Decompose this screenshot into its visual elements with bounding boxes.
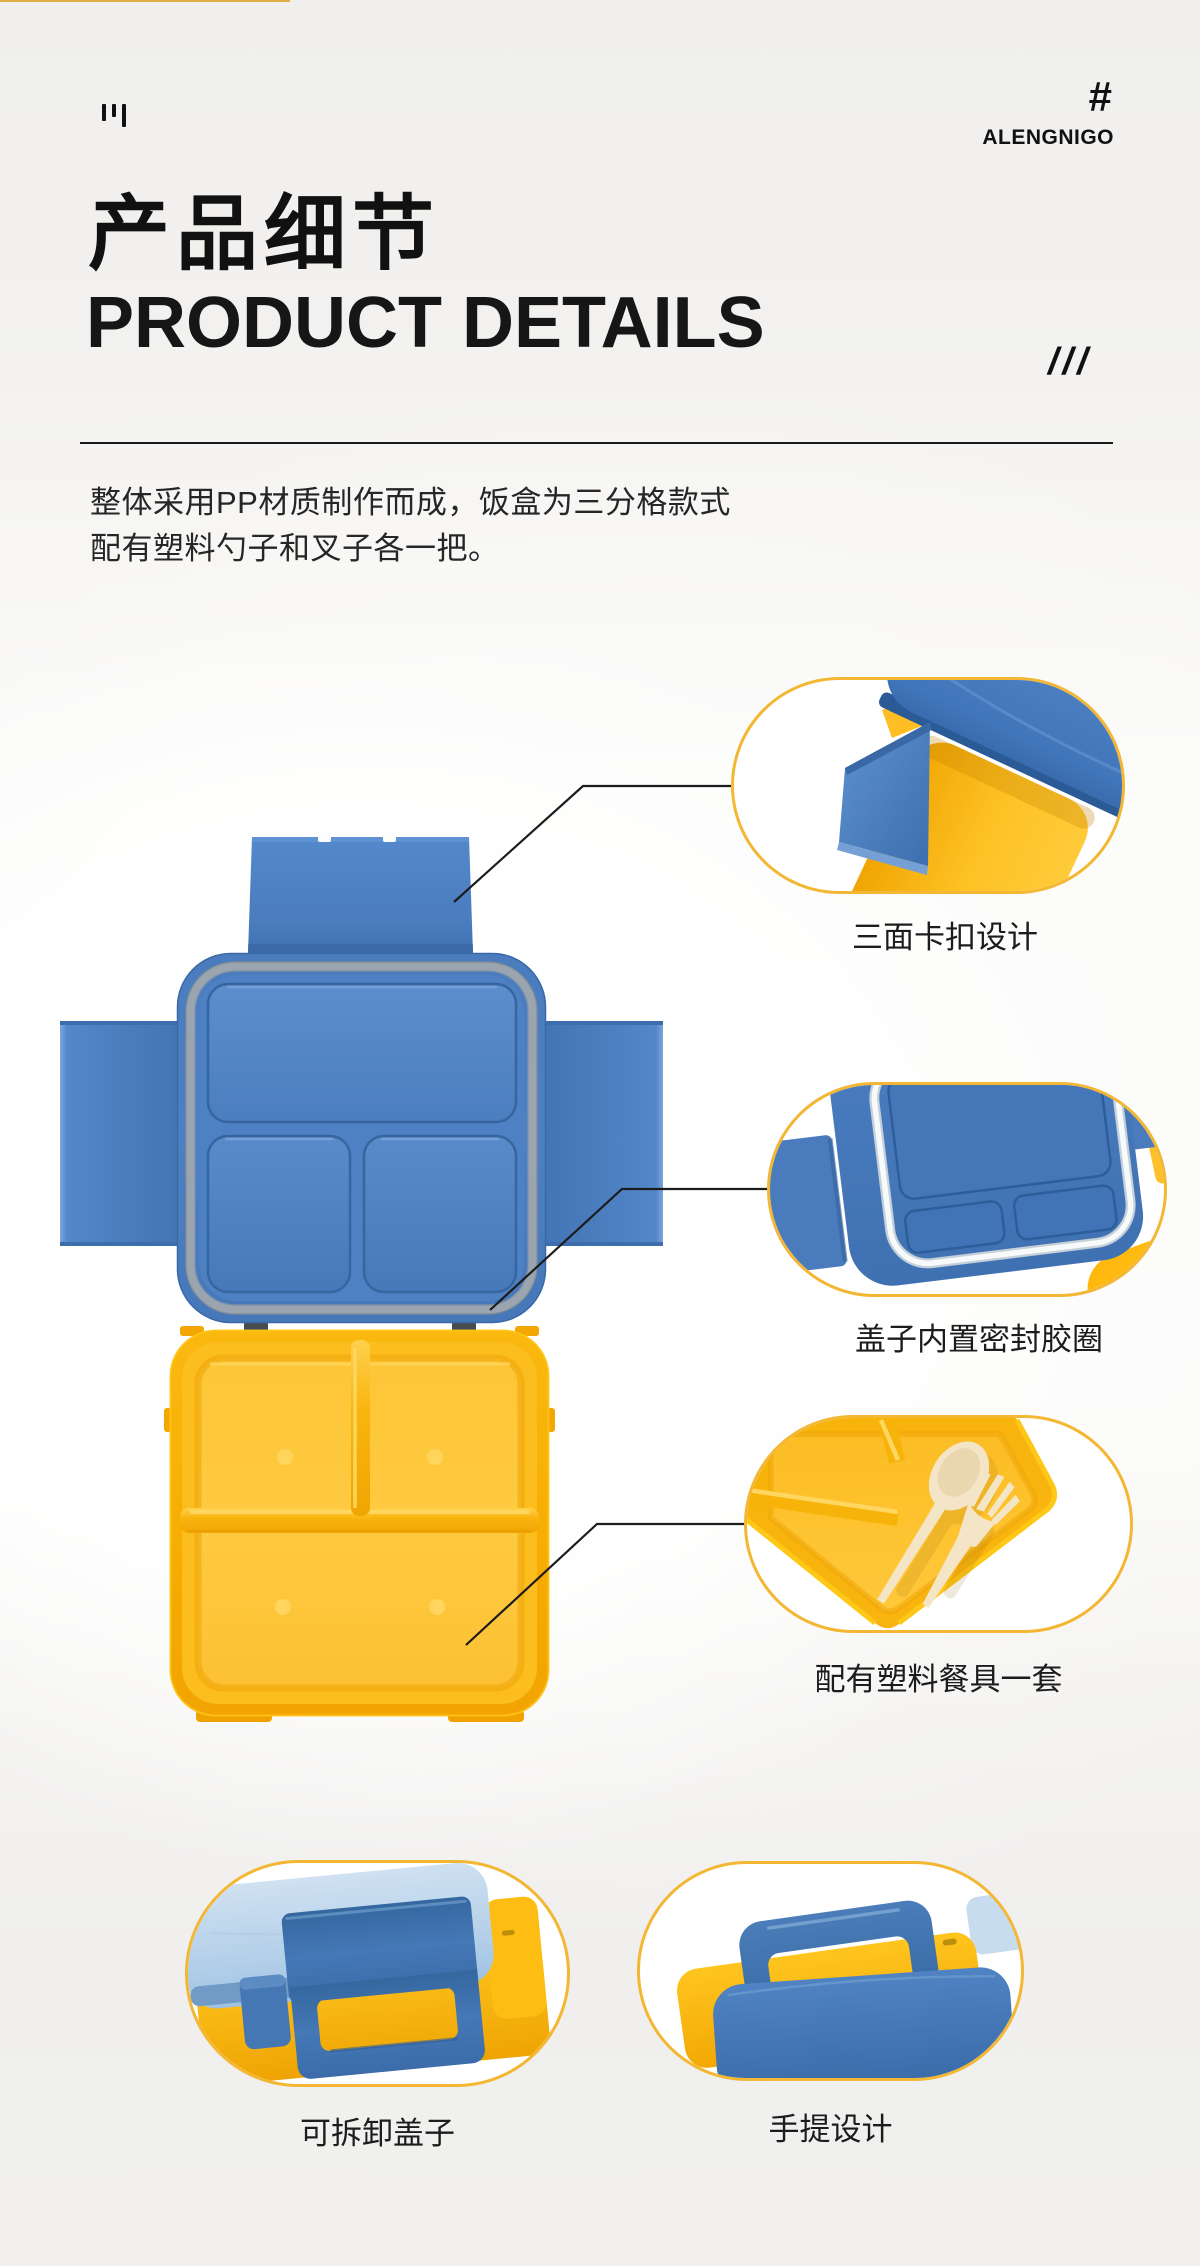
intro-line-1: 整体采用PP材质制作而成，饭盒为三分格款式	[90, 485, 731, 520]
deco-strokes-icon	[102, 104, 128, 128]
callout-label-handle: 手提设计	[768, 2112, 893, 2147]
brand-block: # ALENGNIGO	[982, 76, 1114, 150]
callout-label-cutlery: 配有塑料餐具一套	[814, 1662, 1063, 1697]
brand-name: ALENGNIGO	[982, 126, 1114, 149]
callout-photo-removable-lid	[185, 1860, 570, 2087]
callout-label-latch: 三面卡扣设计	[852, 920, 1038, 955]
intro-line-2: 配有塑料勺子和叉子各一把。	[90, 531, 500, 566]
slashes-icon: ///	[1048, 341, 1092, 383]
intro-text: 整体采用PP材质制作而成，饭盒为三分格款式 配有塑料勺子和叉子各一把。	[90, 480, 731, 572]
callout-photo-gasket	[767, 1082, 1167, 1297]
page-title-chinese: 产品细节	[88, 189, 441, 280]
divider-line	[80, 442, 1113, 444]
callout-photo-handle	[637, 1861, 1024, 2081]
callout-photo-latch	[731, 677, 1125, 894]
callout-label-gasket: 盖子内置密封胶圈	[855, 1322, 1103, 1357]
callout-photo-cutlery	[744, 1415, 1133, 1633]
hash-icon: #	[1088, 73, 1112, 120]
main-product-photo	[60, 835, 663, 1722]
top-accent-strip	[0, 0, 290, 2]
callout-label-removable-lid: 可拆卸盖子	[300, 2116, 455, 2151]
page-title-english: PRODUCT DETAILS	[86, 283, 765, 363]
